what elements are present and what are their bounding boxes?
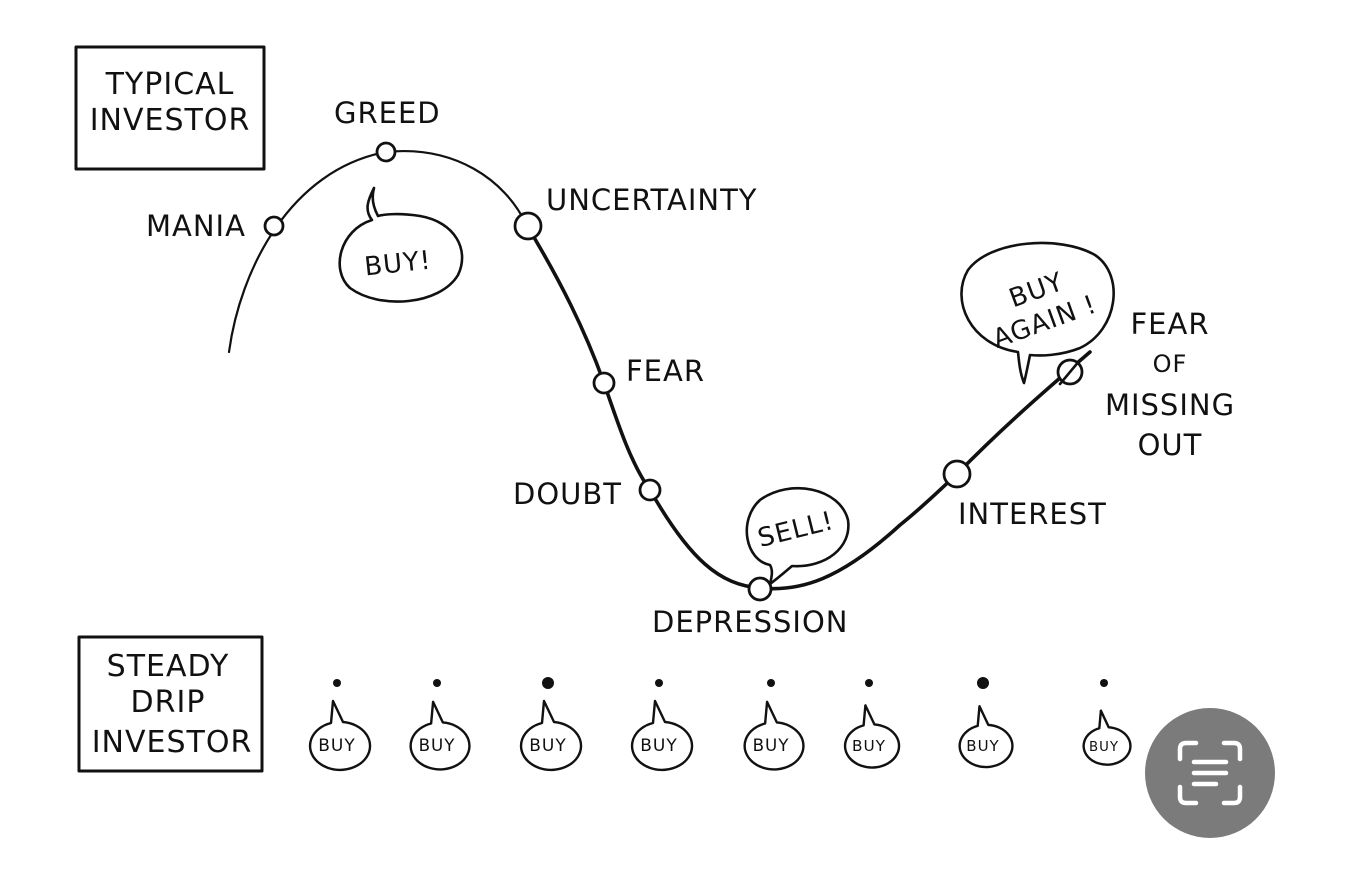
drip-dot-1 [333, 679, 341, 687]
steady-drip-investor-box: STEADY DRIP INVESTOR [77, 635, 264, 773]
drip-buy-label-7: BUY [966, 737, 999, 755]
drip-buy-label-2: BUY [419, 735, 456, 755]
drip-buy-label-8: BUY [1089, 740, 1119, 755]
fear-label: FEAR [626, 354, 705, 388]
mania-label: MANIA [146, 209, 246, 243]
drip-buy-label-6: BUY [852, 737, 886, 755]
fear-point [592, 371, 616, 395]
drip-buy-bubble-6 [843, 704, 901, 769]
fomo-point [1056, 358, 1084, 386]
buy-bubble: BUY! [338, 186, 464, 303]
mania-point [263, 215, 285, 237]
drip-buy-2: BUY [409, 679, 471, 771]
depression-label: DEPRESSION [652, 605, 849, 639]
lens-scan-button[interactable] [1145, 708, 1275, 838]
buy-bubble-text: BUY! [363, 246, 433, 283]
drip-buy-label-5: BUY [753, 735, 790, 755]
steady-drip-title-line-2: DRIP [131, 685, 206, 720]
greed-point [375, 141, 397, 163]
drip-buy-8: BUY [1082, 679, 1132, 766]
steady-drip-title-line-3: INVESTOR [92, 725, 253, 760]
typical-investor-title-line-1: TYPICAL [105, 67, 235, 102]
drip-dot-6 [865, 679, 873, 687]
fomo-label: FEAR OF MISSING OUT [1105, 307, 1235, 462]
fomo-label-line-4: OUT [1138, 428, 1203, 462]
uncertainty-point [513, 211, 543, 241]
sell-bubble: SELL! [745, 486, 850, 586]
doubt-label: DOUBT [513, 477, 622, 511]
interest-label: INTEREST [958, 497, 1107, 531]
typical-investor-box: TYPICAL INVESTOR [74, 45, 266, 171]
steady-drip-title-line-1: STEADY [107, 649, 230, 684]
drip-buy-6: BUY [843, 679, 901, 769]
drip-buy-bubble-8 [1082, 709, 1132, 766]
drip-buy-label-3: BUY [529, 736, 567, 756]
buy-again-bubble: BUY AGAIN ! [960, 241, 1115, 385]
drip-buy-3: BUY [519, 677, 583, 772]
typical-investor-title-line-2: INVESTOR [90, 103, 251, 138]
doubt-point [638, 478, 662, 502]
drip-dot-7 [977, 677, 989, 689]
interest-point [942, 459, 972, 489]
drip-buy-7: BUY [958, 677, 1014, 769]
drip-buy-bubble-3 [519, 699, 583, 772]
drip-dot-5 [767, 679, 775, 687]
drip-buy-bubble-7 [958, 705, 1014, 769]
greed-label: GREED [334, 96, 441, 130]
scan-text-icon [1177, 740, 1243, 806]
emotion-curve-upper [227, 150, 528, 354]
drip-buy-4: BUY [630, 679, 694, 772]
drip-dot-2 [433, 679, 441, 687]
drip-buy-label-4: BUY [640, 736, 678, 756]
drip-buy-5: BUY [743, 679, 805, 771]
drip-buy-label-1: BUY [318, 736, 356, 756]
steady-drip-buys: BUY BUY BUY BUY BUY BUY BUY BUY [308, 677, 1132, 772]
drip-buy-bubble-4 [630, 699, 694, 772]
drip-buy-bubble-2 [409, 700, 471, 771]
drip-dot-4 [655, 679, 663, 687]
drip-dot-3 [542, 677, 554, 689]
drip-buy-bubble-5 [743, 700, 805, 771]
drip-buy-1: BUY [308, 679, 372, 772]
uncertainty-label: UNCERTAINTY [546, 183, 758, 217]
drip-buy-bubble-1 [308, 699, 372, 772]
fomo-label-line-1: FEAR [1131, 307, 1210, 341]
drip-dot-8 [1100, 679, 1108, 687]
fomo-label-line-2: OF [1153, 350, 1188, 378]
depression-point [747, 576, 773, 602]
fomo-label-line-3: MISSING [1105, 388, 1235, 422]
